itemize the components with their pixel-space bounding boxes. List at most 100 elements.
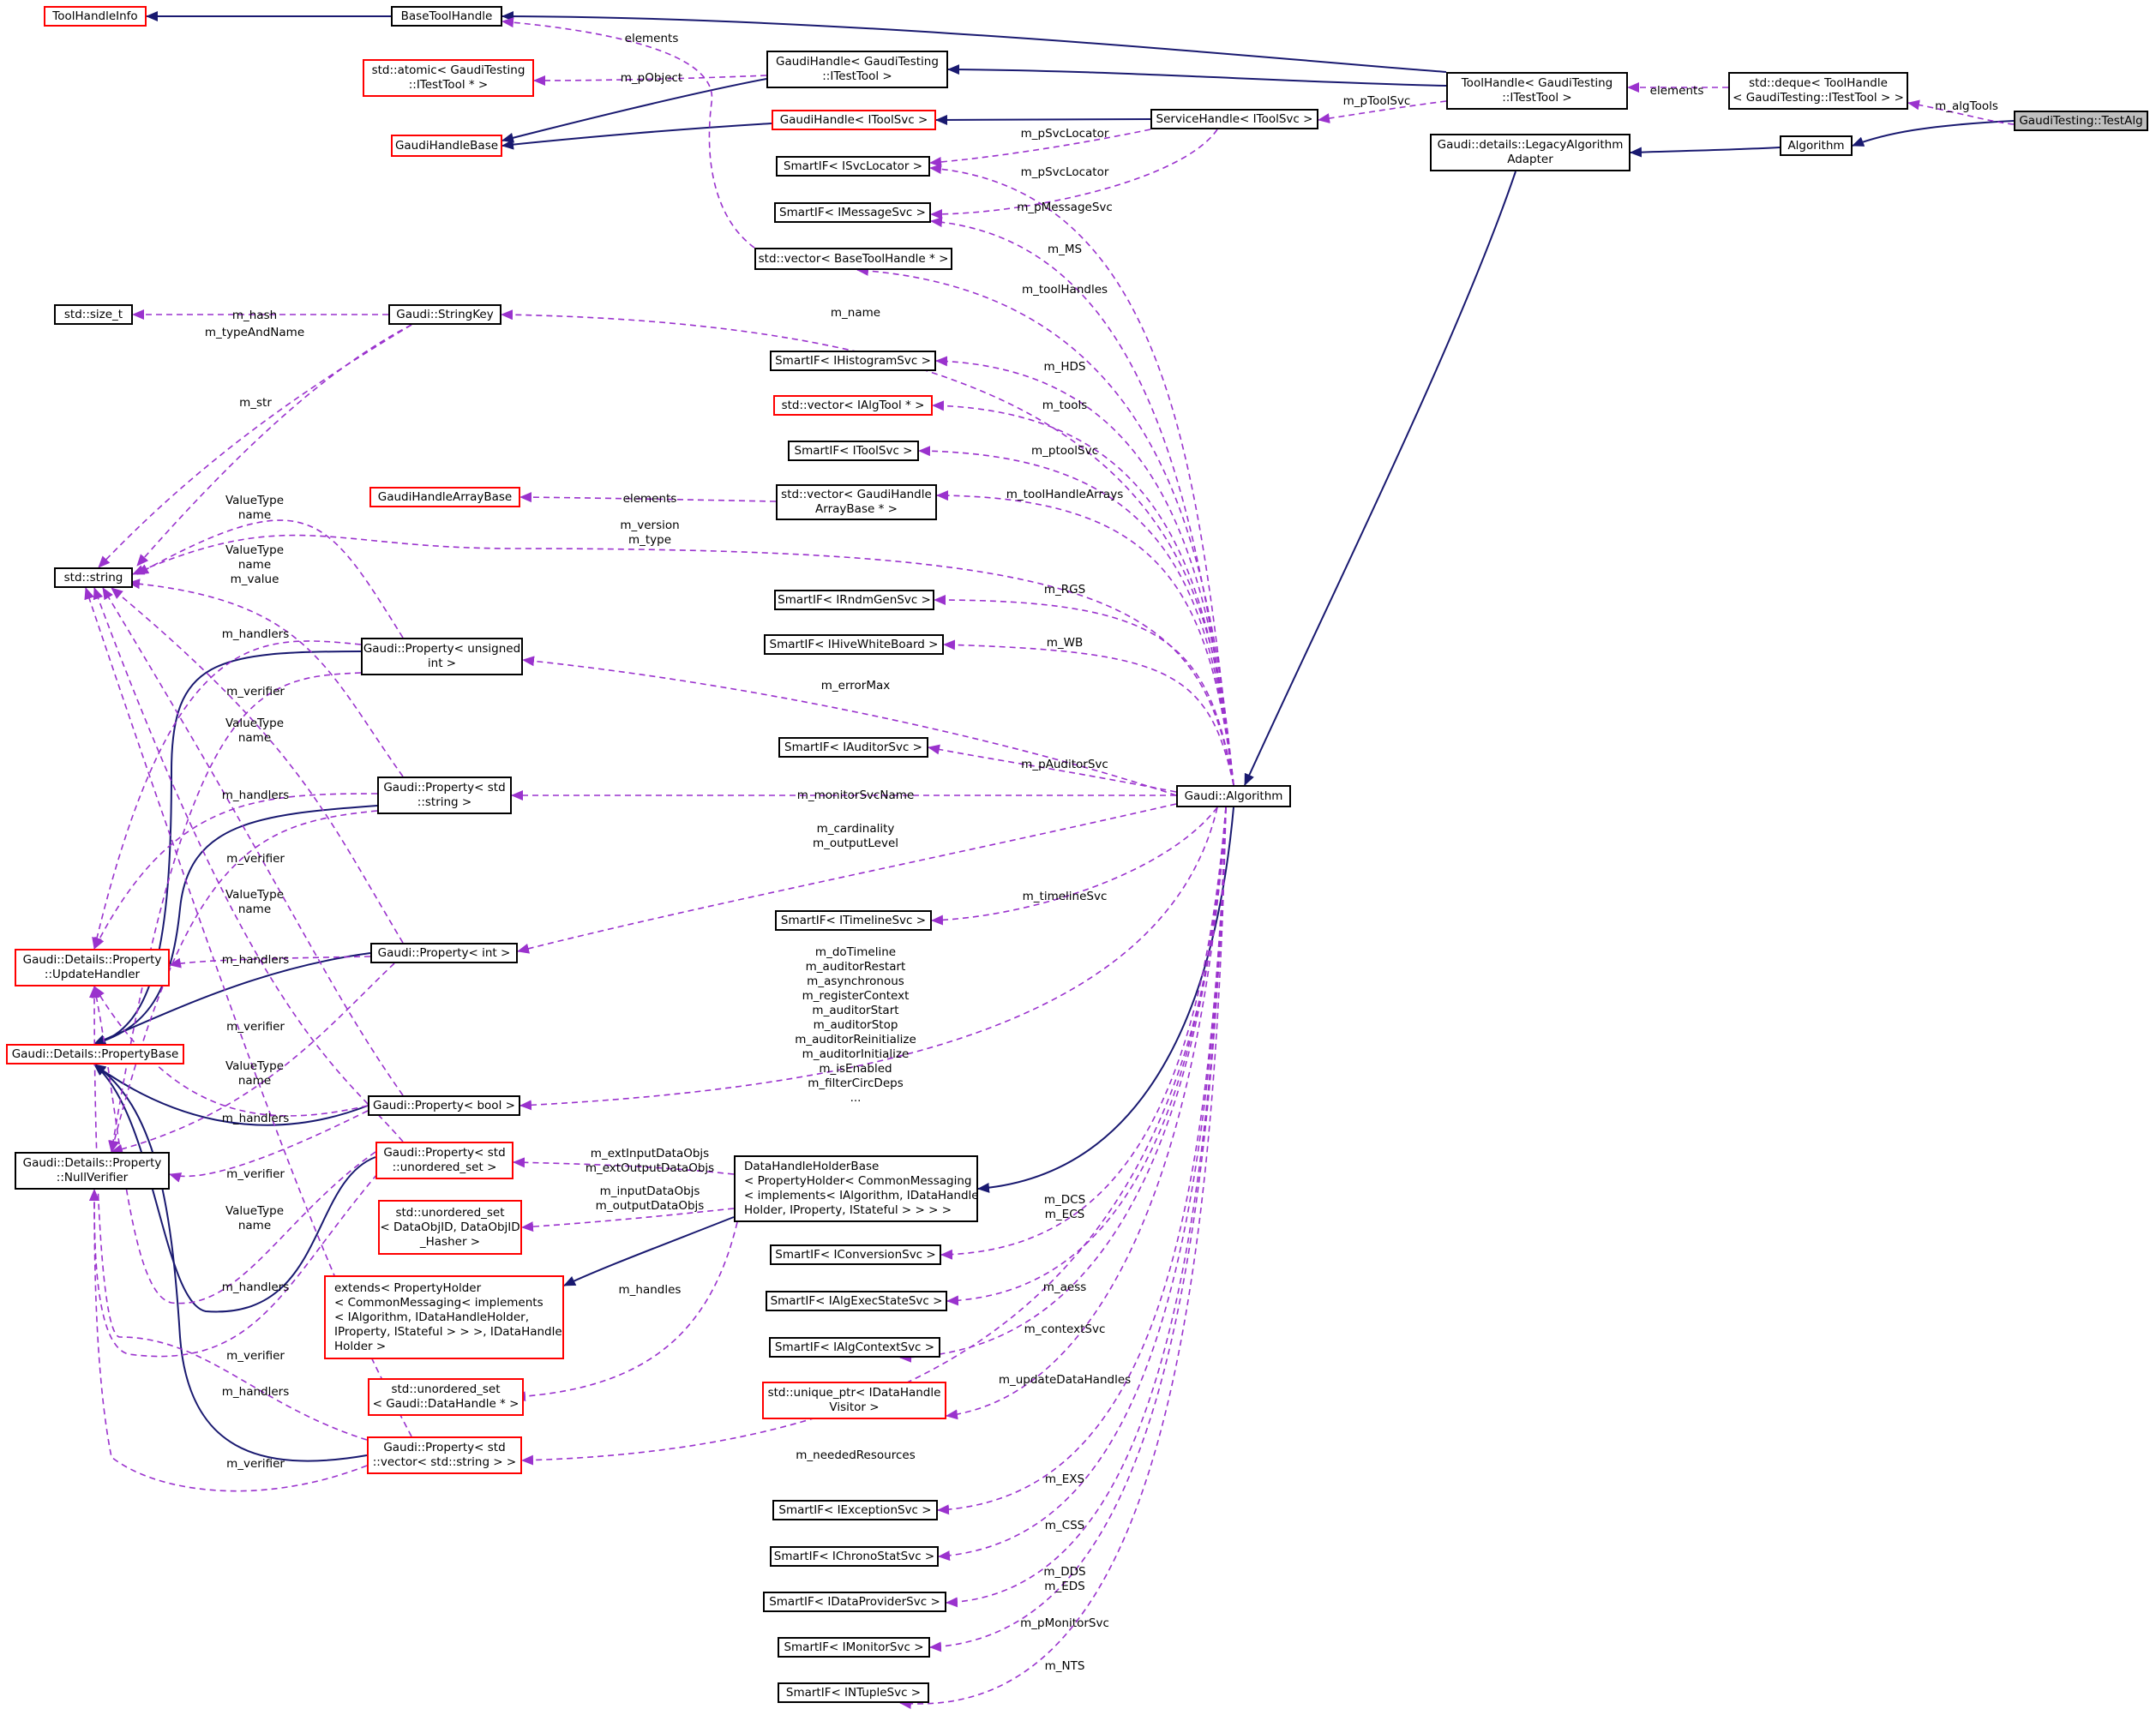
class-node-gaudihandle-itoolsvc[interactable]: GaudiHandle< IToolSvc > — [772, 110, 936, 130]
edge-label-m-EXS: m_EXS — [1044, 1472, 1085, 1486]
member-m-updateDataHandles — [946, 807, 1227, 1420]
member-m-verifier-vector — [89, 1189, 368, 1492]
class-node-unordered-set-dataobjid[interactable]: std::unordered_set < DataObjID, DataObjI… — [378, 1200, 522, 1255]
edge-label-m-DDS-EDS: m_DDS m_EDS — [1043, 1565, 1086, 1593]
class-node-basetoolhandle[interactable]: BaseToolHandle — [391, 6, 502, 27]
member-m-neededResources — [521, 807, 1227, 1466]
edge-label-m-WB: m_WB — [1046, 636, 1084, 650]
member-m-toolHandleArrays — [936, 490, 1234, 786]
class-node-property-vector-string[interactable]: Gaudi::Property< std ::vector< std::stri… — [367, 1436, 522, 1474]
member-m-verifier-string — [109, 810, 378, 1153]
edge-label-m-verifier-string: m_verifier — [226, 852, 285, 866]
inherit-toolhandle-gaudihandle — [947, 64, 1447, 87]
member-m-pObject — [533, 75, 767, 86]
member-m-tools — [932, 400, 1234, 786]
class-node-smartif-ichronostatsvc[interactable]: SmartIF< IChronoStatSvc > — [770, 1546, 939, 1567]
class-node-vector-gaudihandlearraybase[interactable]: std::vector< GaudiHandle ArrayBase * > — [776, 484, 937, 520]
class-node-legacyadapter[interactable]: Gaudi::details::LegacyAlgorithm Adapter — [1430, 134, 1631, 171]
class-node-smartif-itimelinesvc[interactable]: SmartIF< ITimelineSvc > — [775, 910, 932, 931]
member-m-timelineSvc — [931, 807, 1218, 926]
class-node-atomic-itesttool[interactable]: std::atomic< GaudiTesting ::ITestTool * … — [363, 59, 534, 97]
member-vt-vector — [84, 587, 412, 1437]
class-node-propertybase[interactable]: Gaudi::Details::PropertyBase — [6, 1044, 184, 1064]
member-vt-uint — [136, 519, 404, 639]
member-m-algTools — [1907, 99, 2015, 125]
class-node-smartif-ihivewhiteboard[interactable]: SmartIF< IHiveWhiteBoard > — [764, 634, 944, 655]
member-m-handlers-int — [169, 956, 371, 968]
edge-label-m-aess: m_aess — [1042, 1280, 1087, 1294]
class-node-smartif-itoolsvc[interactable]: SmartIF< IToolSvc > — [788, 441, 919, 461]
class-node-size-t[interactable]: std::size_t — [54, 304, 133, 325]
edge-label-m-HDS: m_HDS — [1043, 360, 1086, 374]
edge-label-m-monitorSvcName: m_monitorSvcName — [796, 789, 915, 802]
edge-label-m-contextSvc: m_contextSvc — [1024, 1322, 1106, 1336]
class-node-datahandleholderbase[interactable]: DataHandleHolderBase < PropertyHolder< C… — [734, 1155, 979, 1222]
class-node-smartif-ihistogramsvc[interactable]: SmartIF< IHistogramSvc > — [770, 351, 936, 371]
member-m-handlers-uset — [91, 986, 376, 1304]
class-node-smartif-iexceptionsvc[interactable]: SmartIF< IExceptionSvc > — [772, 1500, 938, 1520]
class-node-property-unordered-set[interactable]: Gaudi::Property< std ::unordered_set > — [375, 1142, 513, 1179]
class-node-algorithm[interactable]: Algorithm — [1780, 135, 1853, 156]
edge-label-m-pAuditorSvc: m_pAuditorSvc — [1021, 758, 1108, 771]
class-node-property-int[interactable]: Gaudi::Property< int > — [370, 943, 518, 963]
class-node-extends-propertyholder[interactable]: extends< PropertyHolder < CommonMessagin… — [324, 1275, 564, 1359]
member-m-DCS-ECS — [940, 807, 1227, 1260]
member-m-pMonitorSvc — [929, 807, 1227, 1652]
member-m-NTS — [899, 807, 1227, 1710]
class-node-gaudihandle-itesttool[interactable]: GaudiHandle< GaudiTesting ::ITestTool > — [766, 51, 948, 88]
inherit-uset-propertybase — [93, 1064, 376, 1313]
edge-label-bool-props: m_doTimeline m_auditorRestart m_asynchro… — [795, 945, 916, 1105]
class-node-gaudialgorithm[interactable]: Gaudi::Algorithm — [1176, 785, 1291, 807]
edge-label-m-neededResources: m_neededResources — [796, 1448, 916, 1462]
class-node-smartif-irndmgensvc[interactable]: SmartIF< IRndmGenSvc > — [774, 590, 934, 610]
member-m-handlers-string — [93, 793, 378, 950]
member-m-pMessageSvc — [930, 129, 1218, 219]
class-node-vector-ialgtool[interactable]: std::vector< IAlgTool * > — [773, 395, 933, 416]
class-node-dequetoolhandle[interactable]: std::deque< ToolHandle < GaudiTesting::I… — [1728, 72, 1908, 110]
class-node-unique-ptr-idatahandlevisitor[interactable]: std::unique_ptr< IDataHandle Visitor > — [762, 1382, 946, 1419]
class-node-gaudihandlebase[interactable]: GaudiHandleBase — [391, 135, 502, 157]
class-node-smartif-ialgcontextsvc[interactable]: SmartIF< IAlgContextSvc > — [769, 1337, 940, 1358]
class-node-unordered-set-datahandle[interactable]: std::unordered_set < Gaudi::DataHandle *… — [368, 1378, 524, 1416]
class-node-updatehandler[interactable]: Gaudi::Details::Property ::UpdateHandler — [15, 949, 170, 986]
class-node-vector-basetoolhandle[interactable]: std::vector< BaseToolHandle * > — [754, 248, 952, 270]
class-node-nullverifier[interactable]: Gaudi::Details::Property ::NullVerifier — [15, 1152, 170, 1190]
class-node-toolhandle[interactable]: ToolHandle< GaudiTesting ::ITestTool > — [1446, 72, 1628, 110]
class-node-property-uint[interactable]: Gaudi::Property< unsigned int > — [361, 638, 523, 675]
member-m-version-type — [132, 534, 1234, 786]
inherit-gaudialgorithm-datahandleholder — [977, 807, 1234, 1193]
member-m-verifier-uset — [89, 1173, 378, 1358]
class-node-property-string[interactable]: Gaudi::Property< std ::string > — [377, 777, 512, 814]
class-node-smartif-isvclocator[interactable]: SmartIF< ISvcLocator > — [776, 156, 930, 177]
member-m-cardinality — [517, 803, 1177, 954]
edge-label-m-verifier-uint: m_verifier — [226, 685, 285, 699]
edge-label-elements-array: elements — [622, 492, 677, 506]
class-node-smartif-intuplesvc[interactable]: SmartIF< INTupleSvc > — [778, 1682, 929, 1703]
edge-label-vt-string: ValueType name m_value — [225, 543, 285, 586]
edge-label-m-pObject: m_pObject — [620, 71, 683, 85]
class-node-testalg[interactable]: GaudiTesting::TestAlg — [2014, 111, 2148, 131]
class-node-smartif-imonitorsvc[interactable]: SmartIF< IMonitorSvc > — [778, 1637, 930, 1658]
edge-label-m-verifier-int: m_verifier — [226, 1020, 285, 1034]
class-node-gaudihandlearraybase[interactable]: GaudiHandleArrayBase — [369, 487, 520, 507]
edge-label-m-inputDataObjs: m_inputDataObjs m_outputDataObjs — [595, 1184, 705, 1213]
class-node-stringkey[interactable]: Gaudi::StringKey — [388, 304, 501, 325]
class-node-smartif-iauditorsvc[interactable]: SmartIF< IAuditorSvc > — [778, 737, 928, 758]
class-node-smartif-ialgexecstatesvc[interactable]: SmartIF< IAlgExecStateSvc > — [766, 1291, 947, 1311]
edge-label-m-RGS: m_RGS — [1043, 583, 1086, 597]
class-node-smartif-iconversionsvc[interactable]: SmartIF< IConversionSvc > — [770, 1244, 941, 1265]
inherit-gaudihandle-itesttool-base — [501, 78, 767, 143]
class-node-smartif-idataprovidersvc[interactable]: SmartIF< IDataProviderSvc > — [763, 1592, 946, 1612]
class-node-smartif-imessagesvc[interactable]: SmartIF< IMessageSvc > — [774, 202, 931, 223]
edge-label-m-verifier-bool: m_verifier — [226, 1167, 285, 1181]
edge-label-m-MS: m_MS — [1047, 243, 1083, 256]
member-m-str — [98, 324, 412, 568]
inherit-datahandleholder-extends — [563, 1216, 735, 1286]
class-node-servicehandle-itoolsvc[interactable]: ServiceHandle< IToolSvc > — [1150, 109, 1318, 129]
member-m-handlers-uint — [92, 640, 362, 950]
class-node-property-bool[interactable]: Gaudi::Property< bool > — [368, 1095, 520, 1116]
class-node-std-string[interactable]: std::string — [54, 567, 133, 588]
class-node-toolhandleinfo[interactable]: ToolHandleInfo — [44, 6, 147, 27]
edge-label-m-cardinality: m_cardinality m_outputLevel — [812, 822, 899, 850]
member-vt-uset — [93, 587, 404, 1142]
